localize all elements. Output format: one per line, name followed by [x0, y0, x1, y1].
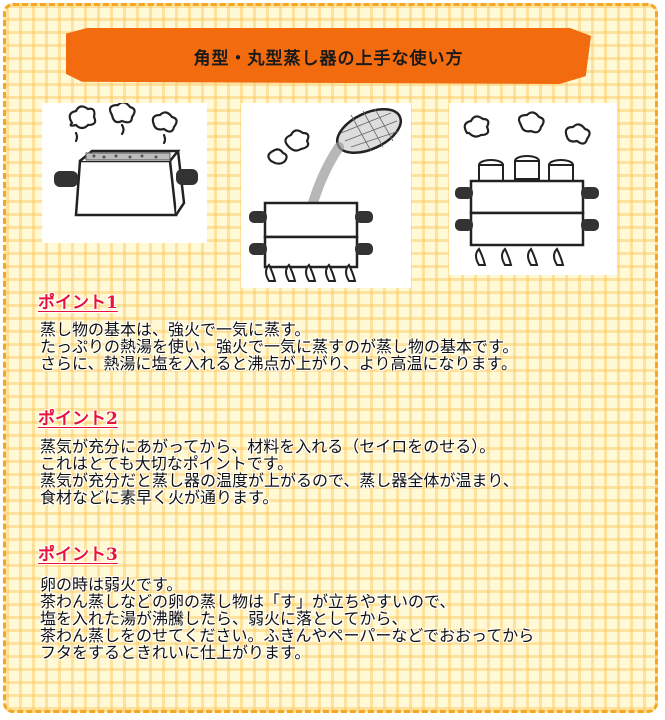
point-3-line-5: フタをするときれいに仕上がります。	[40, 643, 311, 662]
title-banner: 角型・丸型蒸し器の上手な使い方	[66, 28, 591, 84]
point-2-line-3: 蒸気が充分だと蒸し器の温度が上がるので、蒸し器全体が温まり、	[40, 471, 519, 490]
point-2-body: 蒸気が充分にあがってから、材料を入れる（セイロをのせる）。 これはとても大切なポ…	[40, 438, 640, 506]
point-1-line-2: たっぷりの熱湯を使い、強火で一気に蒸すのが蒸し物の基本です。	[40, 337, 519, 356]
point-2-heading: ポイント2	[38, 409, 118, 429]
point-3-heading: ポイント3	[38, 545, 118, 565]
point-1-heading: ポイント1	[38, 293, 118, 313]
point-2-line-4: 食材などに素早く火が通ります。	[40, 488, 279, 507]
pouring-strainer-steamer-icon	[241, 103, 411, 288]
point-2-line-2: これはとても大切なポイントです。	[40, 454, 294, 473]
point-1-line-3: さらに、熱湯に塩を入れると沸点が上がり、より高温になります。	[40, 354, 517, 373]
point-1-line-1: 蒸し物の基本は、強火で一気に蒸す。	[40, 320, 311, 339]
page-frame: 角型・丸型蒸し器の上手な使い方	[3, 3, 658, 713]
point-3-line-2: 茶わん蒸しなどの卵の蒸し物は「す」が立ちやすいので、	[40, 592, 456, 611]
point-3-line-4: 茶わん蒸しをのせてください。ふきんやペーパーなどでおおってから	[40, 626, 535, 645]
square-steamer-icon	[42, 103, 207, 243]
page-title: 角型・丸型蒸し器の上手な使い方	[193, 48, 464, 69]
point-2-line-1: 蒸気が充分にあがってから、材料を入れる（セイロをのせる）。	[40, 437, 496, 456]
point-3-body: 卵の時は弱火です。 茶わん蒸しなどの卵の蒸し物は「す」が立ちやすいので、 塩を入…	[40, 576, 640, 661]
point-1-body: 蒸し物の基本は、強火で一気に蒸す。 たっぷりの熱湯を使い、強火で一気に蒸すのが蒸…	[40, 321, 640, 372]
point-3-line-1: 卵の時は弱火です。	[40, 575, 183, 594]
point-3-line-3: 塩を入れた湯が沸騰したら、弱火に落としてから、	[40, 609, 408, 628]
two-tier-steamer-cups-icon	[449, 103, 617, 275]
